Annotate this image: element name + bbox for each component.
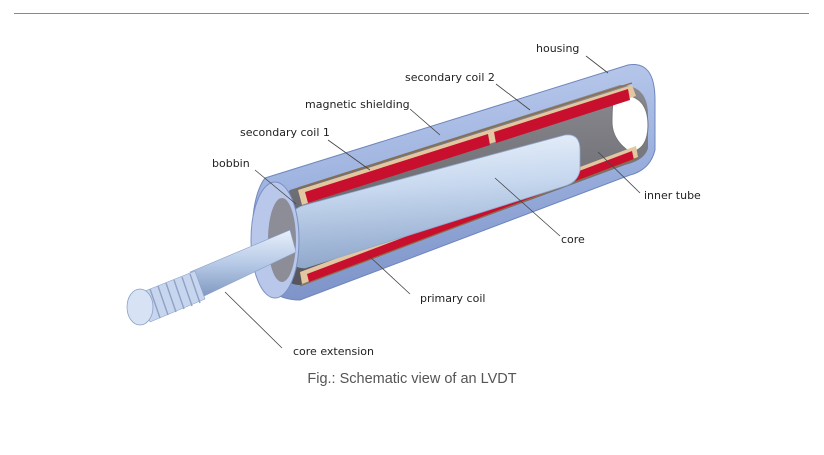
core-extension-shaft [126,229,297,326]
label-primary-coil: primary coil [420,292,485,305]
figure-caption: Fig.: Schematic view of an LVDT [307,371,517,387]
label-inner-tube: inner tube [644,189,701,202]
top-divider [14,13,809,14]
label-housing: housing [536,42,579,55]
label-core-extension: core extension [293,345,374,358]
secondary-coil-1-shape [305,134,490,203]
leader-lines [224,55,641,349]
secondary-coil-2-shape [494,89,630,143]
upper-coil-assembly [297,82,636,205]
label-secondary-coil-2: secondary coil 2 [405,71,495,84]
label-magnetic-shielding: magnetic shielding [305,98,410,111]
label-bobbin: bobbin [212,157,250,170]
label-secondary-coil-1: secondary coil 1 [240,126,330,139]
label-core: core [561,233,585,246]
